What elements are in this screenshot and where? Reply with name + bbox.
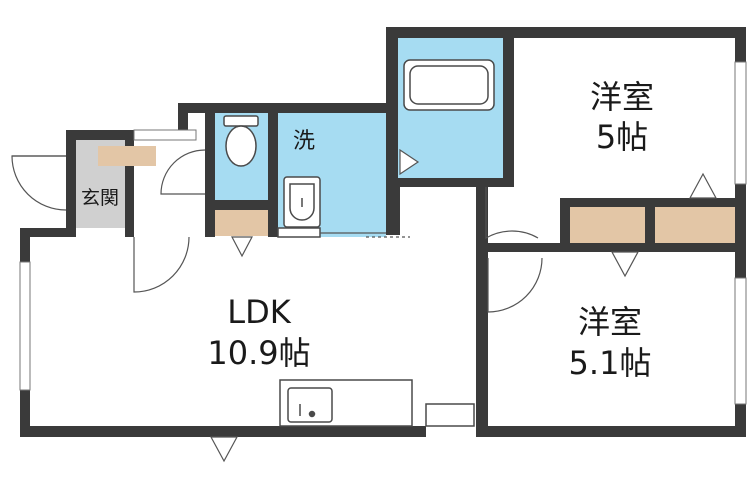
room-name-washroom: 洗 <box>293 129 315 154</box>
ldk-bottom-marker <box>209 436 239 463</box>
window-lower-room-right <box>734 277 747 405</box>
room-western-upper <box>514 38 735 198</box>
entry-hall-door <box>160 149 206 195</box>
fixtures <box>223 59 495 427</box>
room-size-ldk: 10.9帖 <box>207 334 310 372</box>
entrance-door <box>11 155 67 211</box>
kitchen-sink-icon <box>279 379 413 427</box>
room-name-western-upper: 洋室 <box>590 78 654 116</box>
room-name-ldk: LDK <box>227 293 291 331</box>
window-upper-room-right <box>734 61 747 185</box>
hallway <box>400 187 476 237</box>
room-size-western-upper: 5帖 <box>596 118 648 156</box>
lower-room-closet-marker <box>610 251 640 278</box>
upper-room-closet-marker <box>688 172 718 199</box>
closet-upper-room <box>655 207 735 243</box>
ldk-door <box>133 236 190 293</box>
fridge-space <box>425 403 475 427</box>
washing-machine-space <box>277 227 321 238</box>
closet-hall <box>215 210 268 236</box>
room-labels: 洋室 5帖 洋室 5.1帖 LDK 10.9帖 洗 玄関 <box>81 78 654 382</box>
lower-room-door <box>487 257 543 313</box>
window-ldk-left <box>19 261 31 391</box>
room-western-lower <box>488 252 735 426</box>
room-name-entrance: 玄関 <box>81 187 119 209</box>
hall-closet-marker <box>231 236 253 258</box>
toilet-icon <box>223 115 259 167</box>
room-size-western-lower: 5.1帖 <box>569 344 652 382</box>
window-entry <box>133 129 197 141</box>
room-name-western-lower: 洋室 <box>578 303 642 341</box>
bath-door-marker <box>399 148 420 176</box>
wash-basin-icon <box>283 176 321 228</box>
windows <box>19 61 747 405</box>
opening-markers <box>209 148 718 463</box>
hall-door-right <box>485 187 539 240</box>
doors <box>11 149 543 313</box>
closet-entry <box>98 146 156 166</box>
closet-lower-room <box>570 207 645 243</box>
